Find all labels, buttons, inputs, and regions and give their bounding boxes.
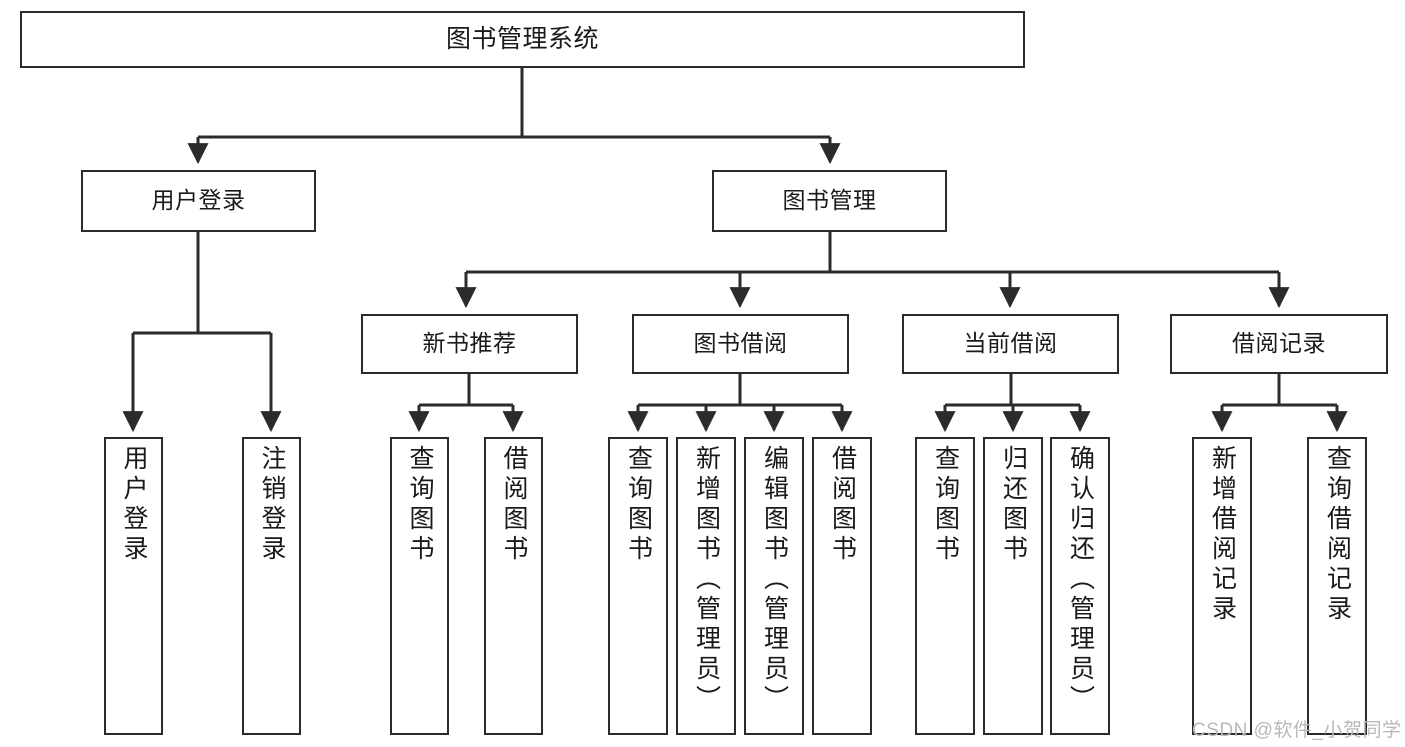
node-label: 图书借阅 <box>693 330 788 357</box>
node-label: 图书管理 <box>782 187 877 214</box>
node-leaf-return-book[interactable]: 归还图书 <box>983 437 1043 735</box>
node-leaf-add-book[interactable]: 新增图书（管理员） <box>676 437 736 735</box>
node-label: 查询图书 <box>624 445 653 565</box>
node-leaf-add-record[interactable]: 新增借阅记录 <box>1192 437 1252 735</box>
node-user-login[interactable]: 用户登录 <box>81 170 316 232</box>
node-new-book-recommend[interactable]: 新书推荐 <box>361 314 578 374</box>
node-leaf-query-book-2[interactable]: 查询图书 <box>608 437 668 735</box>
node-label: 新增图书（管理员） <box>692 445 721 715</box>
node-label: 新增借阅记录 <box>1208 445 1237 625</box>
node-label: 当前借阅 <box>963 330 1058 357</box>
node-label: 编辑图书（管理员） <box>760 445 789 715</box>
node-root-title[interactable]: 图书管理系统 <box>20 11 1025 68</box>
node-label: 查询借阅记录 <box>1323 445 1352 625</box>
node-leaf-query-book-3[interactable]: 查询图书 <box>915 437 975 735</box>
node-current-borrow[interactable]: 当前借阅 <box>902 314 1119 374</box>
node-leaf-confirm-return[interactable]: 确认归还（管理员） <box>1050 437 1110 735</box>
node-label: 确认归还（管理员） <box>1066 445 1095 715</box>
node-label: 归还图书 <box>999 445 1028 565</box>
node-leaf-query-record[interactable]: 查询借阅记录 <box>1307 437 1367 735</box>
node-label: 借阅图书 <box>500 445 528 565</box>
node-label: 注销登录 <box>258 445 286 565</box>
node-leaf-edit-book[interactable]: 编辑图书（管理员） <box>744 437 804 735</box>
node-label: 查询图书 <box>406 445 434 565</box>
node-label: 查询图书 <box>931 445 960 565</box>
node-label: 用户登录 <box>151 187 246 214</box>
node-label: 借阅记录 <box>1232 330 1326 357</box>
node-leaf-borrow-book-1[interactable]: 借阅图书 <box>484 437 543 735</box>
node-label: 新书推荐 <box>422 330 517 357</box>
node-leaf-logout-login[interactable]: 注销登录 <box>242 437 301 735</box>
node-leaf-query-book-1[interactable]: 查询图书 <box>390 437 449 735</box>
node-leaf-borrow-book-2[interactable]: 借阅图书 <box>812 437 872 735</box>
node-book-management[interactable]: 图书管理 <box>712 170 947 232</box>
csdn-watermark: CSDN @软件_小贺同学 <box>1192 720 1402 741</box>
node-label: 借阅图书 <box>828 445 857 565</box>
node-borrow-record[interactable]: 借阅记录 <box>1170 314 1388 374</box>
node-book-borrow[interactable]: 图书借阅 <box>632 314 849 374</box>
node-leaf-user-login[interactable]: 用户登录 <box>104 437 163 735</box>
node-label: 用户登录 <box>120 445 148 565</box>
node-label: 图书管理系统 <box>445 24 599 53</box>
